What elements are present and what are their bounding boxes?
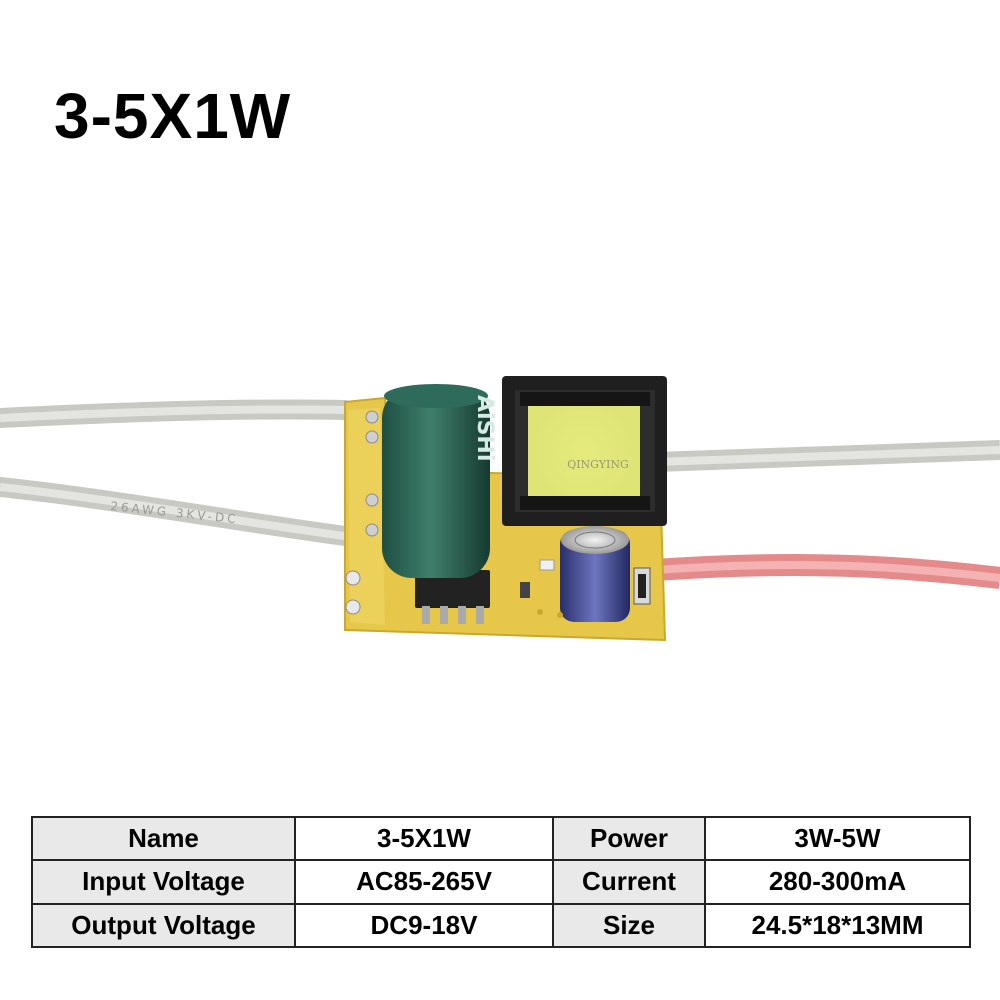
spec-label: Power (552, 815, 706, 862)
watermark-text: QINGYING (567, 458, 629, 471)
output-wire-red (654, 553, 1000, 589)
ic-chip (415, 570, 490, 624)
spec-value: DC9-18V (294, 902, 554, 949)
table-row: Name 3-5X1W Power 3W-5W (31, 815, 971, 862)
spec-value: AC85-265V (294, 859, 554, 905)
spec-value: 280-300mA (704, 859, 971, 905)
table-row: Input Voltage AC85-265V Current 280-300m… (31, 859, 971, 905)
input-wire-bottom: 26AWG 3KV-DC (0, 477, 355, 546)
input-wire-top (0, 399, 355, 428)
spec-label: Name (31, 815, 296, 862)
transformer: QINGYING (502, 376, 667, 526)
blue-capacitor (560, 526, 630, 622)
spec-value: 3W-5W (704, 815, 971, 862)
green-capacitor: AiSHi (382, 384, 497, 578)
led-driver-photo: 26AWG 3KV-DC AiSHi (0, 376, 1000, 642)
spec-label: Input Voltage (31, 859, 296, 905)
capacitor-brand-text: AiSHi (472, 395, 497, 461)
spec-label: Size (552, 902, 706, 949)
specifications-table: Name 3-5X1W Power 3W-5W Input Voltage AC… (31, 815, 971, 949)
output-wire-white (654, 440, 1000, 472)
spec-value: 24.5*18*13MM (704, 902, 971, 949)
spec-value: 3-5X1W (294, 815, 554, 862)
smd-components (520, 559, 563, 618)
table-row: Output Voltage DC9-18V Size 24.5*18*13MM (31, 902, 971, 949)
spec-label: Current (552, 859, 706, 905)
product-title: 3-5X1W (54, 80, 292, 152)
spec-label: Output Voltage (31, 902, 296, 949)
